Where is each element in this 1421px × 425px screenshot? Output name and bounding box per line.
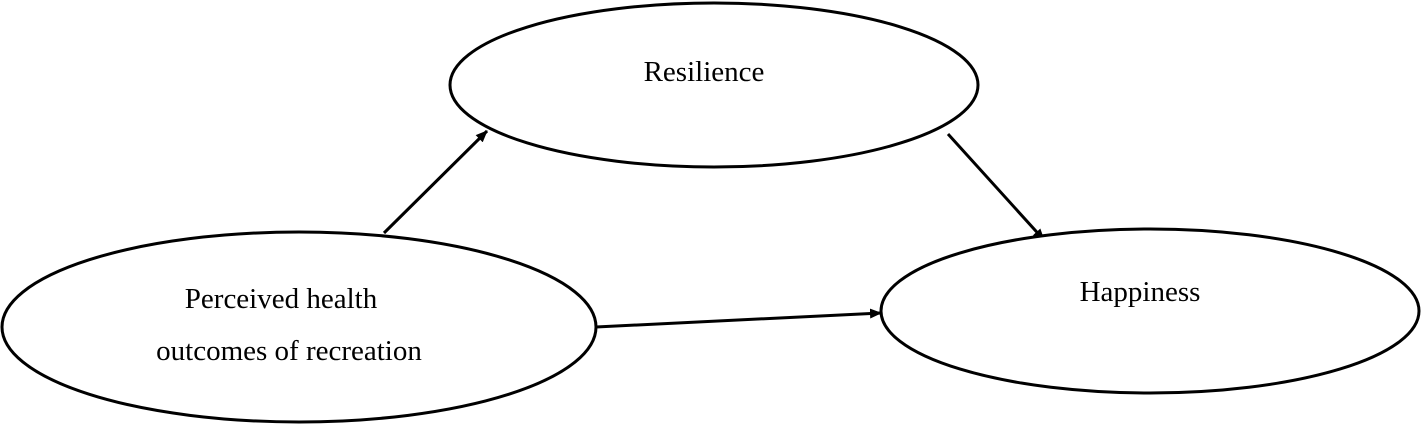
- node-happiness: Happiness: [879, 227, 1421, 395]
- node-predictor-label-line-1: Perceived health: [185, 283, 378, 315]
- node-resilience-label: Resilience: [644, 56, 765, 88]
- node-predictor-ellipse: [0, 230, 598, 424]
- node-resilience-ellipse: [448, 1, 980, 169]
- edge-predictor-to-happiness: [595, 308, 882, 329]
- node-happiness-label: Happiness: [1080, 276, 1201, 308]
- edge-resilience-to-happiness: [946, 132, 1046, 242]
- node-happiness-ellipse: [879, 227, 1421, 395]
- node-predictor-label-line-2: outcomes of recreation: [156, 335, 422, 367]
- node-predictor: Perceived health outcomes of recreation: [0, 230, 598, 424]
- node-resilience: Resilience: [448, 1, 980, 169]
- edge-predictor-to-resilience: [382, 129, 489, 235]
